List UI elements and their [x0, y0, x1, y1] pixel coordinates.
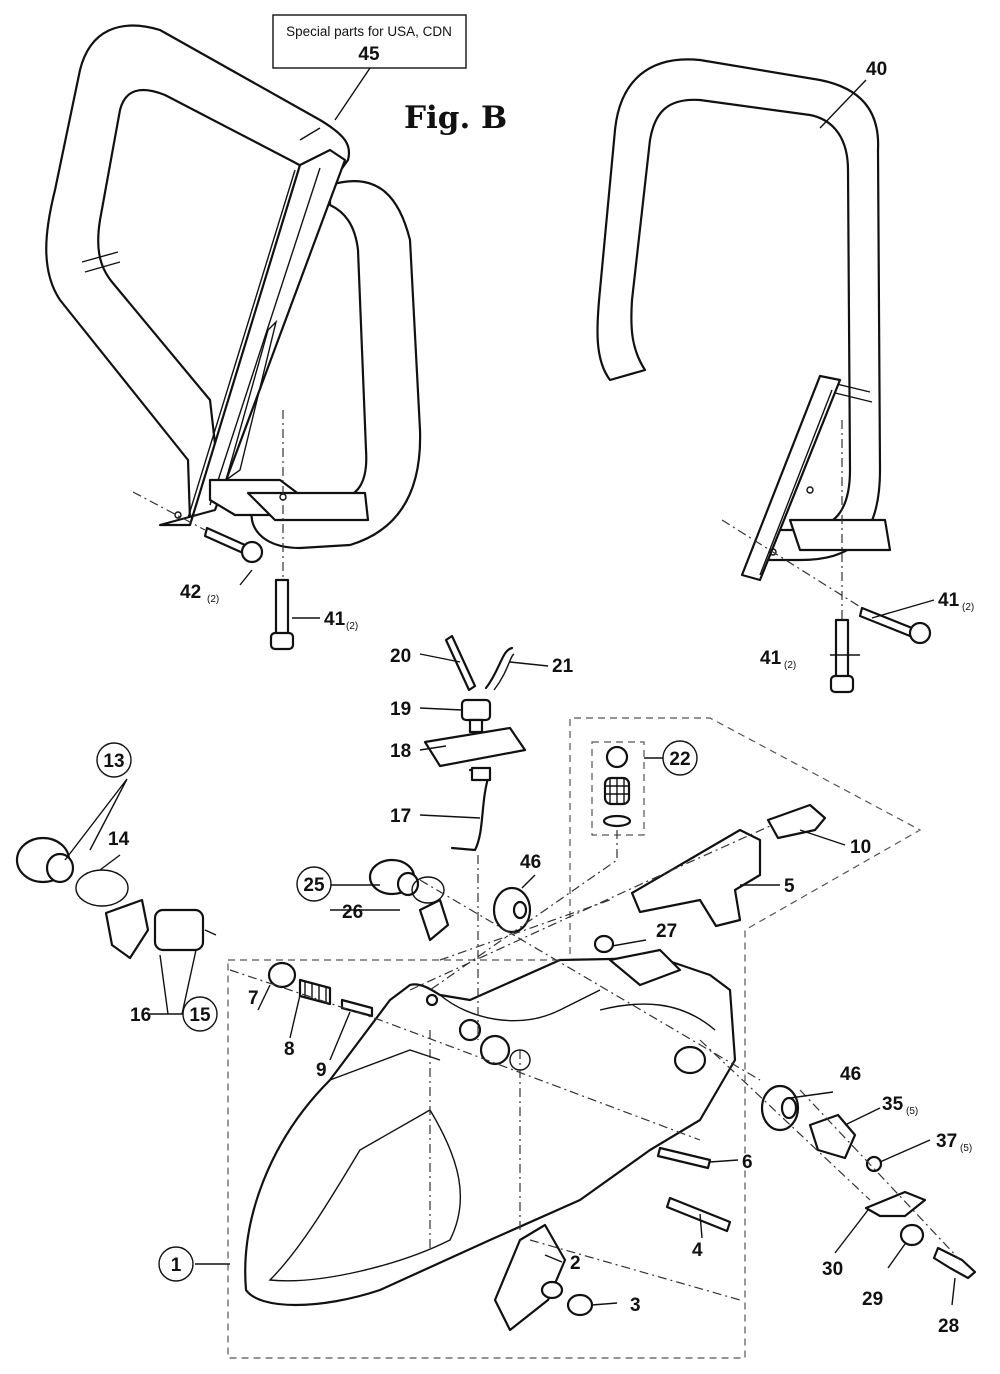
label-41-right-vertical-qty: (2) [784, 660, 796, 671]
fuel-cap-assembly [15, 836, 217, 960]
label-25: 25 [303, 875, 325, 896]
label-42-qty: (2) [207, 594, 219, 605]
screw-41-right-horizontal [858, 606, 932, 645]
label-21: 21 [552, 656, 574, 677]
label-46-lower: 46 [840, 1064, 861, 1085]
adjuster-30 [864, 1190, 927, 1218]
label-9: 9 [316, 1060, 327, 1081]
label-41-right-vertical: 41 [760, 648, 782, 669]
label-26: 26 [342, 902, 363, 923]
oil-cap-assembly [368, 858, 450, 942]
oil-pump-35 [808, 1113, 857, 1160]
label-14: 14 [108, 829, 130, 850]
label-37: 37 [936, 1131, 957, 1152]
rubber-buffer-46-upper [492, 886, 532, 934]
label-1: 1 [171, 1255, 182, 1276]
label-46-upper: 46 [520, 852, 541, 873]
label-22: 22 [669, 749, 690, 770]
filter-kit-22 [602, 745, 632, 828]
label-30: 30 [822, 1259, 843, 1280]
pin-6 [656, 1146, 712, 1170]
label-13: 13 [103, 751, 124, 772]
screw-42 [203, 526, 264, 564]
screw-37 [865, 1155, 883, 1173]
screw-41-right-vertical [829, 618, 855, 694]
label-41-left-qty: (2) [346, 621, 358, 632]
rubber-buffer-46-lower [760, 1084, 800, 1132]
label-4: 4 [692, 1240, 703, 1261]
label-5: 5 [784, 876, 795, 897]
label-40: 40 [866, 59, 887, 80]
label-18: 18 [390, 741, 411, 762]
figure-title: Fig. B [404, 100, 507, 136]
label-27: 27 [656, 921, 677, 942]
special-parts-number: 45 [358, 44, 380, 65]
front-handle-usa [45, 24, 422, 550]
pin-4 [665, 1196, 732, 1233]
label-35-qty: (5) [906, 1106, 918, 1117]
label-16: 16 [130, 1005, 151, 1026]
label-41-right-qty: (2) [962, 602, 974, 613]
special-parts-text: Special parts for USA, CDN [286, 24, 452, 39]
label-7: 7 [248, 988, 259, 1009]
screw-28 [932, 1246, 977, 1280]
tensioner-parts [267, 961, 374, 1018]
label-6: 6 [742, 1152, 753, 1173]
fuel-filter-assembly [423, 634, 527, 852]
label-29: 29 [862, 1289, 883, 1310]
front-handle-standard [596, 58, 892, 582]
label-28: 28 [938, 1316, 959, 1337]
label-15: 15 [189, 1005, 211, 1026]
label-20: 20 [390, 646, 411, 667]
label-8: 8 [284, 1039, 295, 1060]
chain-brake-cover [630, 803, 827, 928]
washer-29 [899, 1223, 925, 1247]
special-parts-box: Special parts for USA, CDN 45 [272, 14, 467, 69]
label-19: 19 [390, 699, 411, 720]
screw-27 [593, 934, 615, 954]
label-15-circle [182, 996, 218, 1032]
label-25-circle [296, 866, 332, 902]
crankcase-housing [244, 948, 737, 1307]
label-41-right: 41 [938, 590, 960, 611]
label-13-circle [96, 742, 132, 778]
label-2: 2 [570, 1253, 581, 1274]
label-10: 10 [850, 837, 871, 858]
screw-41-left [269, 578, 295, 651]
guide-plate-2 [493, 1223, 567, 1332]
label-41-left: 41 [324, 609, 346, 630]
label-37-qty: (5) [960, 1143, 972, 1154]
label-17: 17 [390, 806, 411, 827]
label-22-circle [662, 740, 698, 776]
label-42: 42 [180, 582, 201, 603]
label-3: 3 [630, 1295, 641, 1316]
label-35: 35 [882, 1094, 904, 1115]
nut-3 [566, 1293, 594, 1317]
label-1-circle [158, 1246, 194, 1282]
